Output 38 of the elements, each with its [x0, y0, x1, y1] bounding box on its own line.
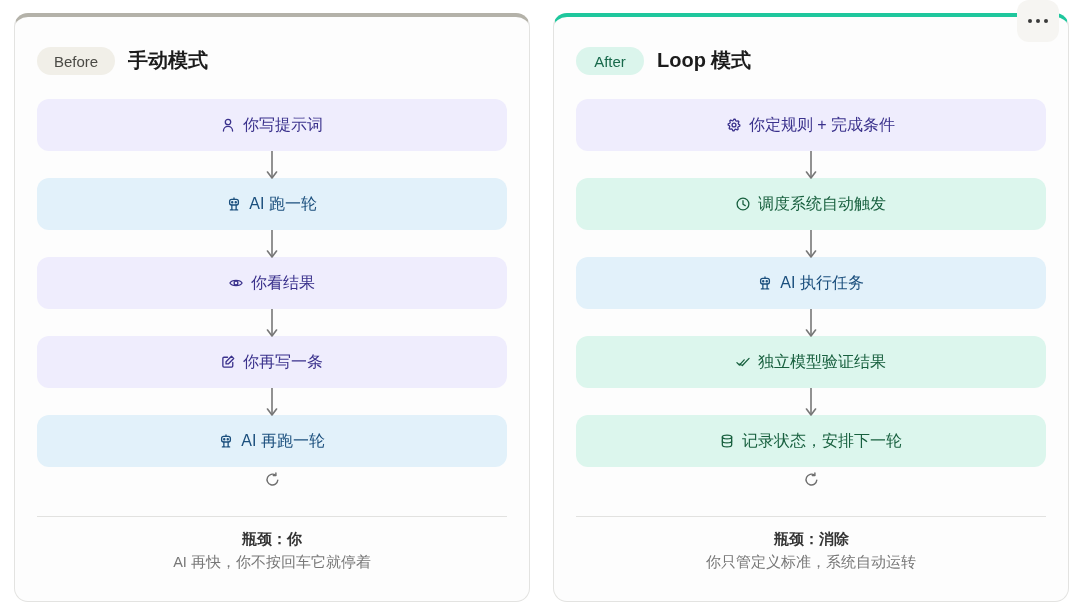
- mode-tag: After: [576, 47, 644, 75]
- arrow: [805, 150, 817, 179]
- step-label: 你定规则 + 完成条件: [748, 115, 896, 135]
- step-label: 你写提示词: [243, 115, 323, 135]
- footer-note: 你只管定义标准，系统自动运转: [706, 553, 916, 572]
- card-title: Loop 模式: [657, 48, 752, 73]
- step-box: [576, 415, 1046, 467]
- arrow: [805, 308, 817, 337]
- footer-heading: 瓶颈：消除: [773, 529, 849, 549]
- card-title: 手动模式: [128, 48, 208, 73]
- step-box: [37, 257, 507, 309]
- step-label: 你看结果: [251, 273, 315, 293]
- step-box: [576, 178, 1046, 230]
- arrow: [266, 387, 278, 416]
- step-box: [37, 178, 507, 230]
- step-label: AI 跑一轮: [249, 194, 317, 214]
- footer-heading: 瓶颈：你: [242, 529, 302, 549]
- mode-card: [14, 13, 530, 602]
- step-box: [576, 257, 1046, 309]
- step-label: 记录状态，安排下一轮: [742, 431, 902, 451]
- arrow: [805, 229, 817, 258]
- step-box: [37, 415, 507, 467]
- step-box: [576, 336, 1046, 388]
- step-box: [37, 336, 507, 388]
- footer-note: AI 再快，你不按回车它就停着: [173, 553, 371, 572]
- arrow: [266, 308, 278, 337]
- mode-card: [553, 13, 1069, 602]
- step-box: [37, 99, 507, 151]
- step-label: 你再写一条: [243, 352, 323, 372]
- step-label: 调度系统自动触发: [758, 194, 886, 214]
- step-box: [576, 99, 1046, 151]
- mode-tag: Before: [37, 47, 115, 75]
- step-label: 独立模型验证结果: [758, 352, 886, 372]
- arrow: [805, 387, 817, 416]
- step-label: AI 执行任务: [780, 273, 864, 293]
- arrow: [266, 229, 278, 258]
- arrow: [266, 150, 278, 179]
- step-label: AI 再跑一轮: [241, 431, 325, 451]
